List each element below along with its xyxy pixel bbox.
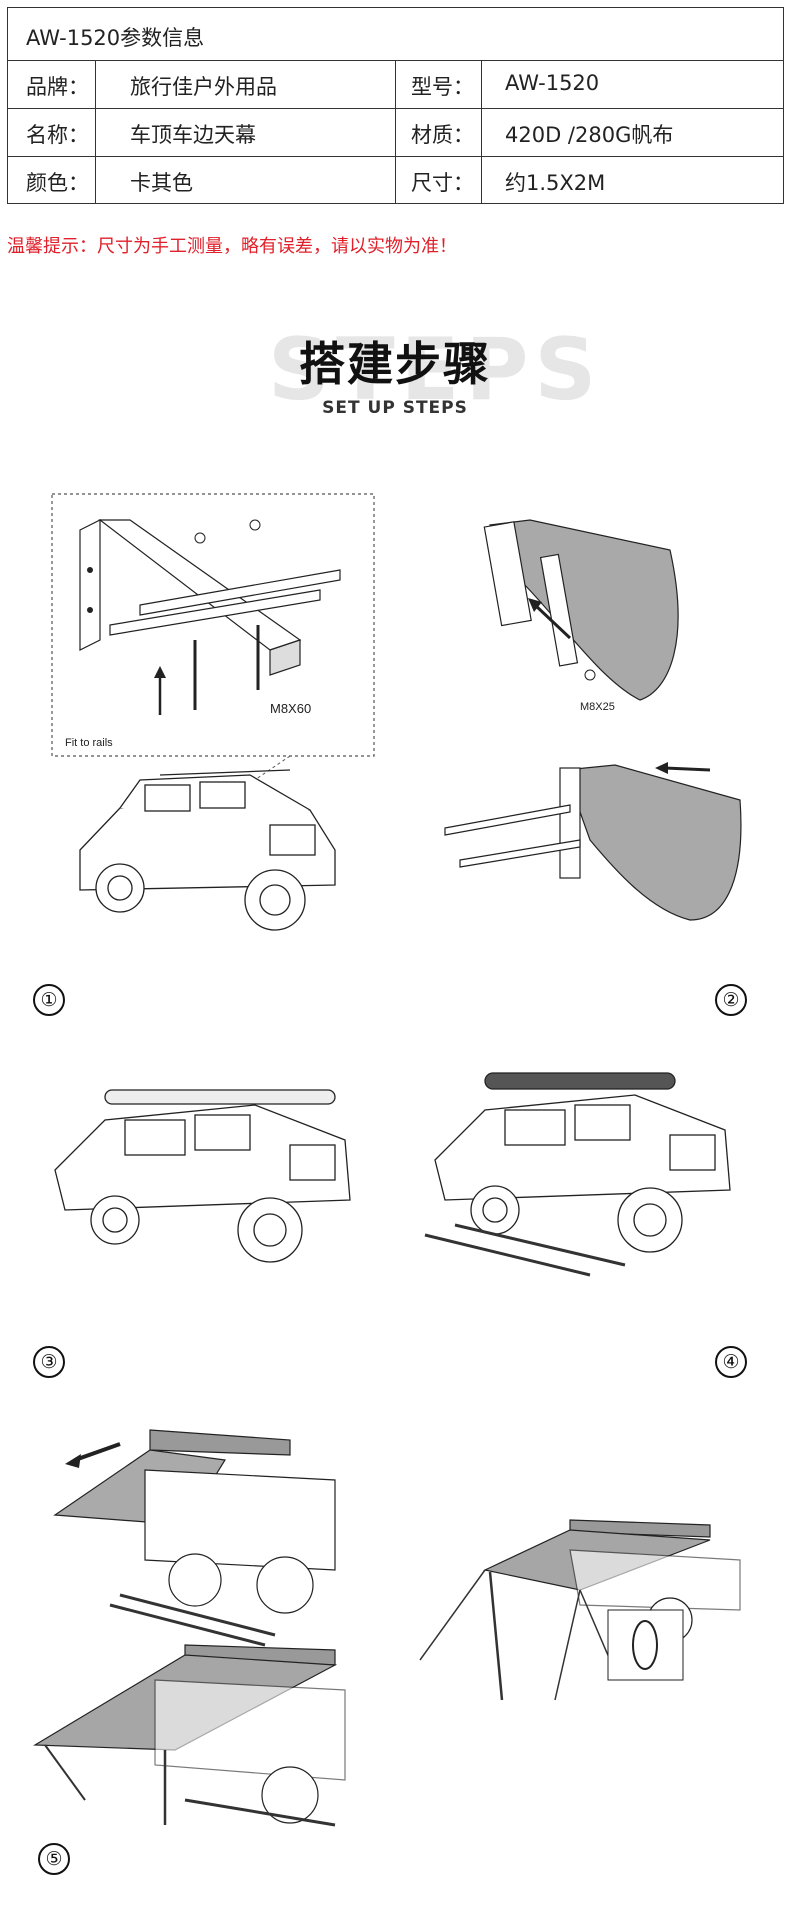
- spec-table-title: AW-1520参数信息: [26, 26, 205, 50]
- measurement-notice: 温馨提示：尺寸为手工测量，略有误差，请以实物为准！: [7, 236, 457, 257]
- up-arrow-head: [154, 666, 166, 678]
- step-number: ③: [33, 1346, 65, 1378]
- spec-col-divider: [481, 60, 482, 203]
- guy-rope: [419, 1569, 486, 1661]
- bolt-size-label: M8X60: [270, 701, 311, 716]
- spec-col-divider: [95, 60, 96, 203]
- rails-note-label: Fit to rails: [65, 737, 113, 749]
- spec-label: 名称：: [26, 123, 89, 147]
- pole: [109, 1603, 266, 1647]
- pole: [424, 1233, 591, 1277]
- rail-bar-end: [269, 639, 301, 676]
- step-number: ①: [33, 984, 65, 1016]
- nut-icon: [249, 519, 261, 531]
- awning-partially-open: [53, 1429, 336, 1614]
- peg-clip-icon: [632, 1620, 658, 1670]
- pole: [119, 1593, 276, 1637]
- spec-value: 旅行佳户外用品: [130, 75, 277, 99]
- step-number: ⑤: [38, 1843, 70, 1875]
- guy-rope: [579, 1589, 611, 1661]
- screw-icon: [584, 669, 596, 681]
- spec-label: 型号：: [411, 75, 474, 99]
- bolt-size-label: M8X25: [580, 701, 615, 713]
- spec-label: 材质：: [411, 123, 474, 147]
- cross-plate: [139, 569, 341, 616]
- step4-illustration: [424, 1072, 731, 1277]
- spec-value: 420D /280G帆布: [505, 123, 674, 147]
- bolt-hole: [87, 567, 93, 573]
- pole: [454, 1223, 626, 1267]
- cross-plate: [109, 589, 321, 636]
- suv-icon: [79, 769, 336, 931]
- spec-value: 约1.5X2M: [505, 171, 606, 195]
- left-arrow-head: [528, 598, 542, 612]
- steps-heading: 搭建步骤: [299, 337, 491, 391]
- step1-illustration: M8X60 Fit to rails: [51, 493, 375, 931]
- awning-fully-open: [32, 1644, 346, 1824]
- left-arrow-head: [655, 762, 668, 774]
- suv-icon: [434, 1072, 731, 1253]
- spec-table: AW-1520参数信息 品牌： 旅行佳户外用品 型号： AW-1520 名称： …: [7, 7, 784, 204]
- awning-roll-bottom: [444, 764, 742, 921]
- step-number: ②: [715, 984, 747, 1016]
- spec-label: 品牌：: [26, 75, 89, 99]
- left-arrow-icon: [664, 766, 711, 772]
- step-number: ④: [715, 1346, 747, 1378]
- spec-value: AW-1520: [505, 71, 600, 95]
- spec-label: 颜色：: [26, 171, 89, 195]
- step3-illustration: [54, 1089, 351, 1263]
- pole: [184, 1798, 336, 1827]
- guy-rope: [554, 1589, 581, 1701]
- spec-col-divider: [395, 60, 396, 203]
- detail-frame: [51, 493, 375, 757]
- step2-illustration: M8X25: [444, 519, 742, 921]
- nut-icon: [194, 532, 206, 544]
- step5-illustration: [32, 1429, 346, 1827]
- bolt-hole: [87, 607, 93, 613]
- background-watermark-word: STEPS: [268, 320, 603, 420]
- step5-detail-illustration: [419, 1519, 741, 1701]
- left-arrow-icon: [533, 603, 572, 640]
- spec-value: 车顶车边天幕: [130, 123, 256, 147]
- suv-icon: [54, 1089, 351, 1263]
- spec-value: 卡其色: [130, 171, 193, 195]
- left-arrow-icon: [74, 1442, 121, 1462]
- awning-pitched: [483, 1519, 741, 1643]
- pole: [488, 1571, 504, 1701]
- bracket-plate: [79, 519, 101, 651]
- spec-label: 尺寸：: [411, 171, 474, 195]
- left-arrow-head: [65, 1454, 81, 1468]
- awning-roll-top: [483, 519, 679, 701]
- steps-subheading: SET UP STEPS: [322, 398, 468, 418]
- pole: [44, 1744, 86, 1801]
